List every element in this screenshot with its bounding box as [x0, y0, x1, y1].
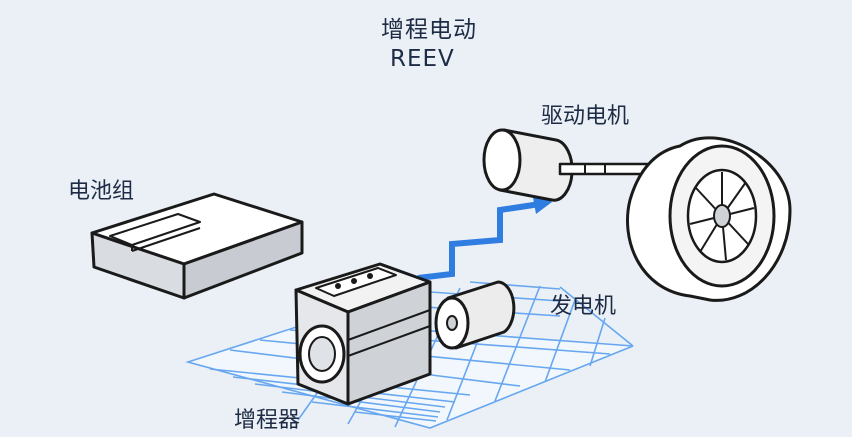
drive-motor-label: 驱动电机	[541, 104, 630, 129]
wheel	[626, 136, 792, 302]
generator-label: 发电机	[550, 294, 617, 319]
diagram-title: 增程电动	[381, 17, 477, 43]
generator	[434, 280, 516, 350]
battery-label: 电池组	[68, 179, 135, 204]
range-extender-label: 增程器	[234, 408, 301, 433]
diagram-subtitle: REEV	[390, 46, 455, 72]
drive-motor	[482, 128, 652, 202]
range-extender	[294, 262, 432, 406]
energy-flow-arrow	[417, 192, 552, 281]
battery-pack	[90, 192, 304, 300]
